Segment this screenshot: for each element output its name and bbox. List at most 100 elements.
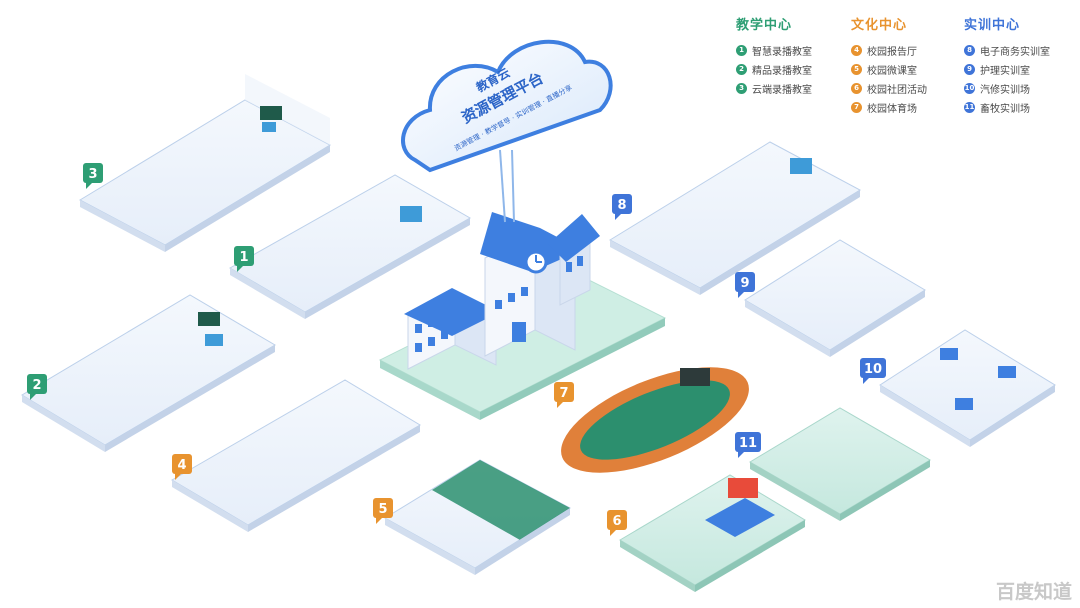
area-badge-number: 3 xyxy=(88,167,97,182)
legend-label: 校园社团活动 xyxy=(867,85,927,96)
legend-label: 校园报告厅 xyxy=(867,47,917,58)
area-badge-box xyxy=(612,194,632,214)
area-badges: 1 2 3 4 5 6 7 8 9 10 11 xyxy=(27,163,886,536)
legend-number: 1 xyxy=(736,45,747,56)
legend-label: 畜牧实训场 xyxy=(980,104,1030,115)
legend-training-title: 实训中心 xyxy=(964,18,1021,33)
area-badge-number: 5 xyxy=(378,502,387,517)
legend-label: 智慧录播教室 xyxy=(752,47,812,58)
area-badge-pointer xyxy=(557,402,563,408)
area-badge-pointer xyxy=(237,266,243,272)
classroom-3 xyxy=(78,74,332,252)
legend-label: 汽修实训场 xyxy=(980,85,1030,96)
legend-item: 4 校园报告厅 xyxy=(851,41,927,60)
area-badge-box xyxy=(607,510,627,530)
area-badge-6: 6 xyxy=(607,510,627,536)
area-badge-2: 2 xyxy=(27,374,47,400)
area-badge-number: 6 xyxy=(612,514,621,529)
watermark: 百度知道 xyxy=(996,580,1072,603)
area-badge-box xyxy=(234,246,254,266)
area-badge-pointer xyxy=(863,378,869,384)
legend-teaching: 教学中心 1 智慧录播教室 2 精品录播教室 3 云端录播教室 xyxy=(736,14,812,98)
area-badge-box xyxy=(172,454,192,474)
legend-item: 11 畜牧实训场 xyxy=(964,98,1050,117)
legend-item: 6 校园社团活动 xyxy=(851,79,927,98)
legend-number: 3 xyxy=(736,83,747,94)
ecommerce-lab-8 xyxy=(608,141,862,295)
legend-item: 9 护理实训室 xyxy=(964,60,1050,79)
area-badge-7: 7 xyxy=(554,382,574,408)
cloud-platform xyxy=(401,39,613,223)
area-badge-pointer xyxy=(738,452,744,458)
area-badge-9: 9 xyxy=(735,272,755,298)
legend-number: 4 xyxy=(851,45,862,56)
legend-number: 10 xyxy=(964,83,975,94)
legend-number: 6 xyxy=(851,83,862,94)
area-badge-8: 8 xyxy=(612,194,632,220)
auto-repair-10 xyxy=(879,329,1056,447)
area-badge-pointer xyxy=(610,530,616,536)
area-badge-box xyxy=(83,163,103,183)
legend-number: 7 xyxy=(851,102,862,113)
legend-item: 10 汽修实训场 xyxy=(964,79,1050,98)
area-badge-10: 10 xyxy=(860,358,886,384)
area-badge-pointer xyxy=(30,394,36,400)
legend-number: 2 xyxy=(736,64,747,75)
main-building xyxy=(378,212,667,420)
legend-label: 校园体育场 xyxy=(867,104,917,115)
legend-item: 3 云端录播教室 xyxy=(736,79,812,98)
classroom-2 xyxy=(21,294,276,452)
area-badge-4: 4 xyxy=(172,454,192,480)
legend-label: 校园微课室 xyxy=(867,66,917,77)
micro-lesson-room-5 xyxy=(384,459,571,575)
area-badge-5: 5 xyxy=(373,498,393,524)
area-badge-box xyxy=(735,432,761,452)
area-badge-pointer xyxy=(376,518,382,524)
area-badge-number: 1 xyxy=(239,250,248,265)
classroom-1 xyxy=(228,174,472,319)
area-badge-number: 7 xyxy=(559,386,568,401)
area-badge-number: 4 xyxy=(177,458,186,473)
lecture-hall-4 xyxy=(171,379,421,532)
area-badge-box xyxy=(554,382,574,402)
area-badge-box xyxy=(735,272,755,292)
legend-label: 电子商务实训室 xyxy=(980,47,1050,58)
legend-item: 8 电子商务实训室 xyxy=(964,41,1050,60)
legend-item: 2 精品录播教室 xyxy=(736,60,812,79)
area-badge-pointer xyxy=(175,474,181,480)
area-badge-number: 8 xyxy=(617,198,626,213)
legend-culture-title: 文化中心 xyxy=(851,18,908,33)
area-badge-pointer xyxy=(86,183,92,189)
area-badge-box xyxy=(373,498,393,518)
area-badge-box xyxy=(27,374,47,394)
legend-number: 9 xyxy=(964,64,975,75)
legend-culture: 文化中心 4 校园报告厅 5 校园微课室 6 校园社团活动 7 校园体育场 xyxy=(851,14,927,117)
legend-item: 5 校园微课室 xyxy=(851,60,927,79)
area-badge-3: 3 xyxy=(83,163,103,189)
stadium-7 xyxy=(561,367,749,473)
legend-label: 护理实训室 xyxy=(980,66,1030,77)
legend-number: 5 xyxy=(851,64,862,75)
legend-label: 精品录播教室 xyxy=(752,66,812,77)
area-badge-pointer xyxy=(615,214,621,220)
area-badge-pointer xyxy=(738,292,744,298)
area-badge-number: 2 xyxy=(32,378,41,393)
area-badge-number: 10 xyxy=(864,362,882,377)
livestock-11 xyxy=(749,407,931,521)
nursing-lab-9 xyxy=(744,239,926,357)
legend-label: 云端录播教室 xyxy=(752,85,812,96)
legend-item: 1 智慧录播教室 xyxy=(736,41,812,60)
legend-number: 8 xyxy=(964,45,975,56)
legend-number: 11 xyxy=(964,102,975,113)
legend-teaching-title: 教学中心 xyxy=(736,18,793,33)
club-activity-6 xyxy=(619,474,806,592)
area-badge-box xyxy=(860,358,886,378)
legend-item: 7 校园体育场 xyxy=(851,98,927,117)
area-badge-11: 11 xyxy=(735,432,761,458)
area-badge-number: 9 xyxy=(740,276,749,291)
legend-training: 实训中心 8 电子商务实训室 9 护理实训室 10 汽修实训场 11 畜牧实训场 xyxy=(964,14,1050,117)
area-badge-1: 1 xyxy=(234,246,254,272)
area-badge-number: 11 xyxy=(739,436,757,451)
